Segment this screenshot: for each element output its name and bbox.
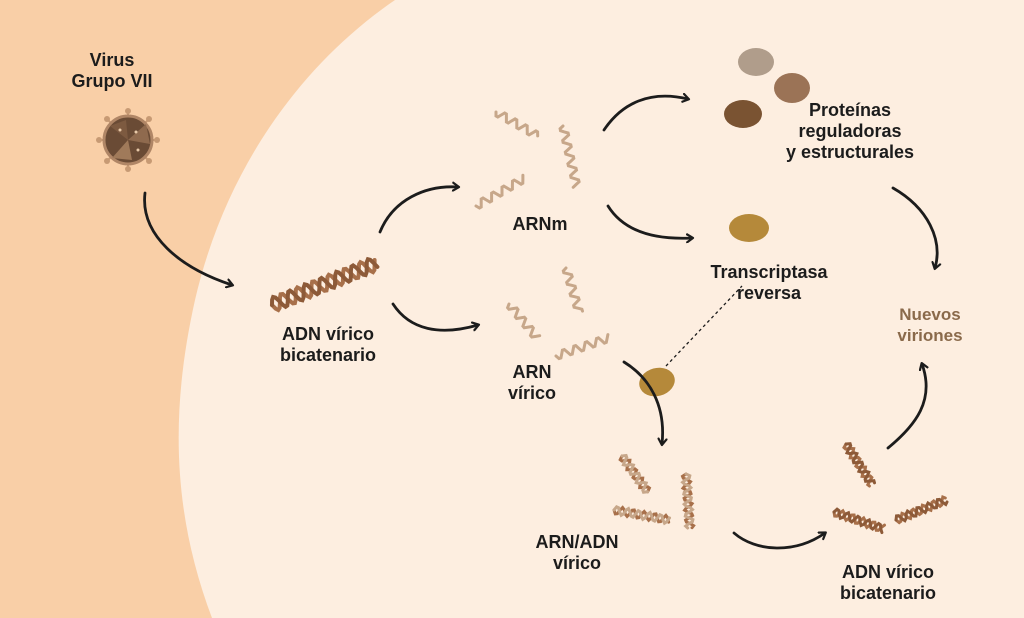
dotted-connector [665, 285, 743, 367]
arn-label-line1: ARN [512, 362, 552, 382]
proteinas-label-line1: Proteínas [808, 100, 892, 120]
arrow-dna-to-arnm [378, 187, 458, 234]
arrow-arnm-to-transcriptase [606, 204, 692, 238]
nuevos-label-line1: Nuevos [899, 305, 961, 324]
protein-2-icon [774, 73, 810, 103]
rna-strand-1 [505, 302, 542, 339]
dna-helix-3-strand-b [832, 507, 884, 535]
dna-helix-2-strand-a [842, 442, 874, 488]
virus-label-line2: Grupo VII [71, 71, 153, 91]
nucleic-acids [270, 110, 949, 535]
hybrid-helix-2-strand-b [612, 504, 671, 526]
mrna-strand-3 [474, 173, 525, 210]
transcriptasa-label: Transcriptasa reversa [688, 262, 850, 304]
arrow-dna-to-virions [886, 364, 926, 450]
nuevos-label-line2: viriones [897, 326, 963, 345]
nuevos-label: Nuevos viriones [874, 304, 986, 346]
transcriptasa-label-line1: Transcriptasa [710, 262, 828, 282]
protein-3-icon [724, 100, 762, 128]
arrow-arn-to-hybrid [622, 360, 663, 444]
adn-label-bottom-line2: bicatenario [839, 583, 937, 603]
adn-label-top-line1: ADN vírico [281, 324, 375, 344]
transcriptase-enzyme-icon [639, 367, 675, 397]
arrow-virus-to-dna [143, 191, 232, 285]
transcriptase-icon [729, 214, 769, 242]
proteinas-label: Proteínas reguladoras y estructurales [760, 100, 940, 163]
cell-interior [178, 0, 1024, 618]
protein-1-icon [738, 48, 774, 76]
arn-adn-label-line1: ARN/ADN [535, 532, 619, 552]
hybrid-helix-3-strand-b [680, 472, 695, 530]
arrow-arnm-to-proteins [602, 96, 688, 132]
adn-label-top: ADN vírico bicatenario [262, 324, 394, 366]
arrow-hybrid-to-dna [732, 533, 825, 550]
mrna-strand-2 [558, 124, 581, 189]
dna-helix-2-strand-b [844, 442, 876, 485]
arnm-label-line1: ARNm [512, 214, 568, 234]
arn-adn-label: ARN/ADN vírico [527, 532, 627, 574]
arrow-proteins-to-virions [891, 186, 937, 268]
arn-label: ARN vírico [492, 362, 572, 404]
arn-adn-label-line2: vírico [552, 553, 602, 573]
transcriptasa-label-line2: reversa [736, 283, 802, 303]
hybrid-helix-1-strand-b [620, 453, 650, 494]
proteinas-label-line2: reguladoras [798, 121, 902, 141]
arrow-dna-to-arn [391, 302, 478, 332]
adn-label-top-line2: bicatenario [279, 345, 377, 365]
virus-particle-icon [96, 108, 160, 172]
adn-label-bottom: ADN vírico bicatenario [822, 562, 954, 604]
mrna-strand-1 [494, 110, 540, 138]
dna-helix-4-strand-b [894, 497, 949, 523]
virus-label-line1: Virus [89, 50, 135, 70]
arnm-label: ARNm [505, 214, 575, 235]
rna-strand-2 [561, 266, 584, 313]
proteinas-label-line3: y estructurales [785, 142, 915, 162]
dna-helix-main-strand-b [270, 256, 380, 310]
adn-label-bottom-line1: ADN vírico [841, 562, 935, 582]
rna-strand-3 [554, 333, 610, 361]
virus-label: Virus Grupo VII [52, 50, 172, 92]
arn-label-line2: vírico [507, 383, 557, 403]
